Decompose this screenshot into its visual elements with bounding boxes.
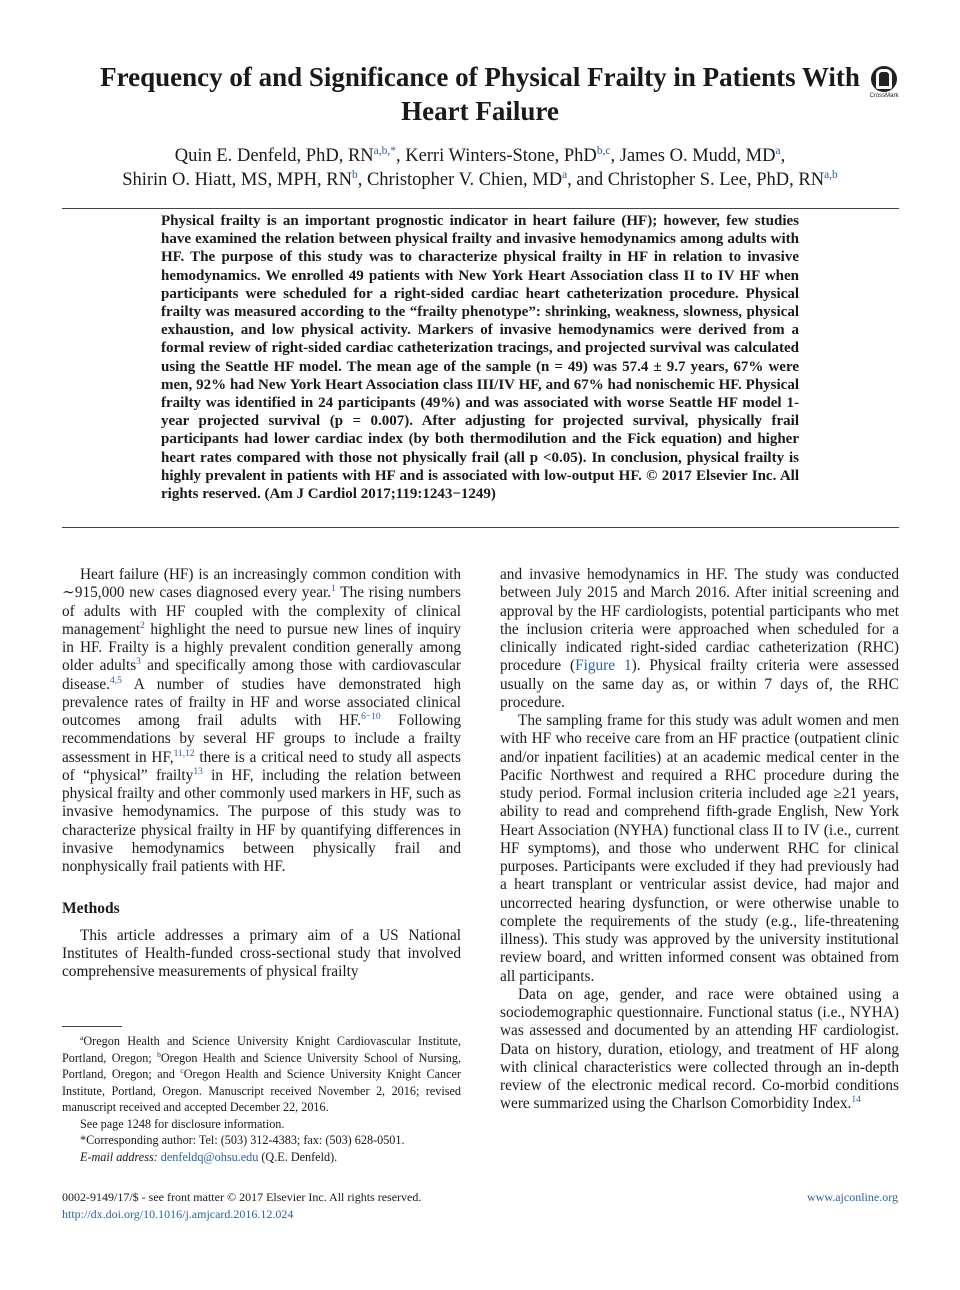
figure-link[interactable]: Figure 1	[575, 657, 632, 675]
author-affiliation-ref[interactable]: a	[775, 144, 781, 157]
citation-ref[interactable]: 11,12	[173, 748, 195, 759]
footnotes: aOregon Health and Science University Kn…	[62, 1033, 461, 1165]
text-run: highlight the need to pursue new lines o…	[62, 620, 461, 675]
crossmark-badge[interactable]: CrossMark	[866, 66, 902, 99]
citation-ref[interactable]: 2	[140, 620, 145, 631]
author-name: Quin E. Denfeld, PhD, RN	[174, 146, 374, 166]
citation-ref[interactable]: 13	[193, 766, 203, 777]
citation-ref[interactable]: 4,5	[110, 675, 122, 686]
crossmark-icon	[871, 66, 897, 92]
abstract-top-rule	[62, 208, 899, 209]
author-affiliation-ref[interactable]: a,b,	[373, 144, 391, 157]
text-run: ). Physical frailty criteria were assess…	[500, 657, 899, 711]
text-run: in HF, including the relation between ph…	[62, 766, 461, 875]
email-line: E-mail address: denfeldq@ohsu.edu (Q.E. …	[80, 1149, 338, 1164]
citation-ref[interactable]: 1	[331, 584, 336, 595]
citation-ref[interactable]: 6−10	[361, 711, 381, 722]
text-run: Data on age, gender, and race were obtai…	[500, 985, 899, 1113]
doi-link[interactable]: http://dx.doi.org/10.1016/j.amjcard.2016…	[62, 1206, 294, 1221]
author-name: , and Christopher S. Lee, PhD, RN	[567, 170, 825, 190]
text-run: there is a critical need to study all as…	[62, 748, 461, 784]
journal-website-link[interactable]: www.ajconline.org	[807, 1190, 898, 1204]
methods-paragraph-3: Data on age, gender, and race were obtai…	[500, 986, 899, 1114]
author-affiliation-ref[interactable]: a,b	[824, 168, 838, 181]
abstract-bottom-rule	[62, 527, 899, 528]
methods-paragraph-1-cont: and invasive hemodynamics in HF. The stu…	[500, 566, 899, 712]
author-affiliation-ref[interactable]: b,c	[596, 144, 611, 157]
author-affiliation-ref[interactable]: a	[562, 168, 568, 181]
author-name: ,	[780, 146, 786, 166]
citation-ref[interactable]: 14	[851, 1095, 861, 1106]
disclosure-note: See page 1248 for disclosure information…	[80, 1116, 285, 1131]
right-column: and invasive hemodynamics in HF. The stu…	[500, 566, 899, 1114]
text-run: and invasive hemodynamics in HF. The stu…	[500, 566, 899, 675]
abstract: Physical frailty is an important prognos…	[161, 213, 799, 503]
publication-info: 0002-9149/17/$ - see front matter © 2017…	[62, 1189, 421, 1222]
author-line-1: Quin E. Denfeld, PhD, RNa,b,*, Kerri Win…	[60, 144, 900, 168]
issn-line: 0002-9149/17/$ - see front matter © 2017…	[62, 1190, 422, 1204]
methods-heading: Methods	[62, 900, 120, 918]
author-name: , Kerri Winters-Stone, PhD	[395, 146, 597, 166]
affiliations: aOregon Health and Science University Kn…	[62, 1032, 461, 1114]
methods-paragraph-2: The sampling frame for this study was ad…	[500, 712, 899, 985]
text-run: Heart failure (HF) is an increasingly co…	[62, 566, 461, 602]
author-name: , James O. Mudd, MD	[610, 146, 776, 166]
author-line-2: Shirin O. Hiatt, MS, MPH, RNb, Christoph…	[60, 168, 900, 192]
article-title: Frequency of and Significance of Physica…	[100, 62, 860, 126]
corresponding-author: *Corresponding author: Tel: (503) 312-43…	[80, 1133, 405, 1147]
left-column: Heart failure (HF) is an increasingly co…	[62, 566, 461, 981]
text-run: and specifically among those with cardio…	[62, 657, 461, 693]
methods-paragraph-1: This article addresses a primary aim of …	[62, 926, 461, 981]
text-run: A number of studies have demonstrated hi…	[62, 675, 461, 730]
text-run: The rising numbers of adults with HF cou…	[62, 584, 461, 638]
footnote-rule	[62, 1026, 122, 1027]
corresponding-author-marker[interactable]: *	[390, 144, 396, 157]
intro-paragraph: Heart failure (HF) is an increasingly co…	[62, 566, 461, 876]
author-affiliation-ref[interactable]: b	[351, 168, 358, 181]
citation-ref[interactable]: 3	[136, 657, 141, 668]
author-name: , Christopher V. Chien, MD	[357, 170, 563, 190]
text-run: Following recommendations by several HF …	[62, 712, 461, 766]
author-name: Shirin O. Hiatt, MS, MPH, RN	[122, 170, 352, 190]
crossmark-label: CrossMark	[869, 93, 899, 99]
email-link[interactable]: denfeldq@ohsu.edu	[160, 1149, 259, 1164]
author-list: Quin E. Denfeld, PhD, RNa,b,*, Kerri Win…	[60, 144, 900, 192]
